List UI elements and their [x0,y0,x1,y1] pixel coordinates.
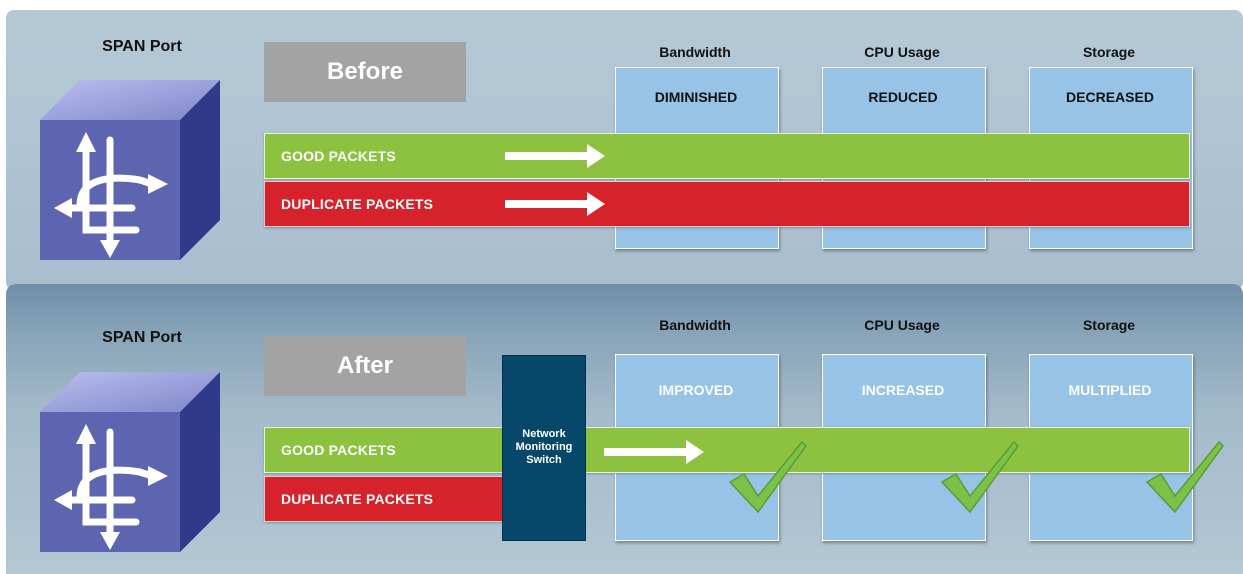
column-heading-bandwidth: Bandwidth [659,44,731,60]
duplicate-packets-label: DUPLICATE PACKETS [281,196,434,212]
before-stage-label: Before [264,42,466,102]
bandwidth-checkmark-icon [728,440,807,514]
network-monitoring-switch: Network Monitoring Switch [502,355,586,541]
storage-status: MULTIPLIED [1068,382,1152,398]
span-port-label: SPAN Port [102,329,182,346]
network-monitoring-switch-label: Network Monitoring Switch [515,428,573,466]
bandwidth-status: IMPROVED [658,382,734,398]
good-packets-band: GOOD PACKETS [264,133,1190,179]
cpu-usage-checkmark-icon [940,440,1019,514]
column-heading-bandwidth: Bandwidth [659,317,731,333]
bandwidth-status: DIMINISHED [654,89,738,105]
duplicate-packets-band: DUPLICATE PACKETS [264,181,1190,227]
duplicate-packets-label: DUPLICATE PACKETS [281,491,434,507]
storage-status: DECREASED [1066,89,1154,105]
good-packets-label: GOOD PACKETS [281,442,396,458]
column-heading-cpu-usage: CPU Usage [864,44,940,60]
duplicate-packets-band: DUPLICATE PACKETS [264,476,506,522]
good-packets-band: GOOD PACKETS [264,427,1190,473]
cpu-usage-status: REDUCED [868,89,938,105]
cpu-usage-status: INCREASED [861,382,945,398]
good-packets-label: GOOD PACKETS [281,148,396,164]
good-packets-arrow-icon [505,144,605,168]
column-heading-storage: Storage [1082,317,1136,333]
span-port-cube-icon [40,80,220,260]
column-heading-cpu-usage: CPU Usage [864,317,940,333]
span-port-cube-icon [40,372,220,552]
storage-checkmark-icon [1145,440,1224,514]
column-heading-storage: Storage [1082,44,1136,60]
span-port-label: SPAN Port [102,38,182,55]
after-stage-label: After [264,336,466,396]
good-packets-arrow-icon [604,440,704,464]
duplicate-packets-arrow-icon [505,192,605,216]
